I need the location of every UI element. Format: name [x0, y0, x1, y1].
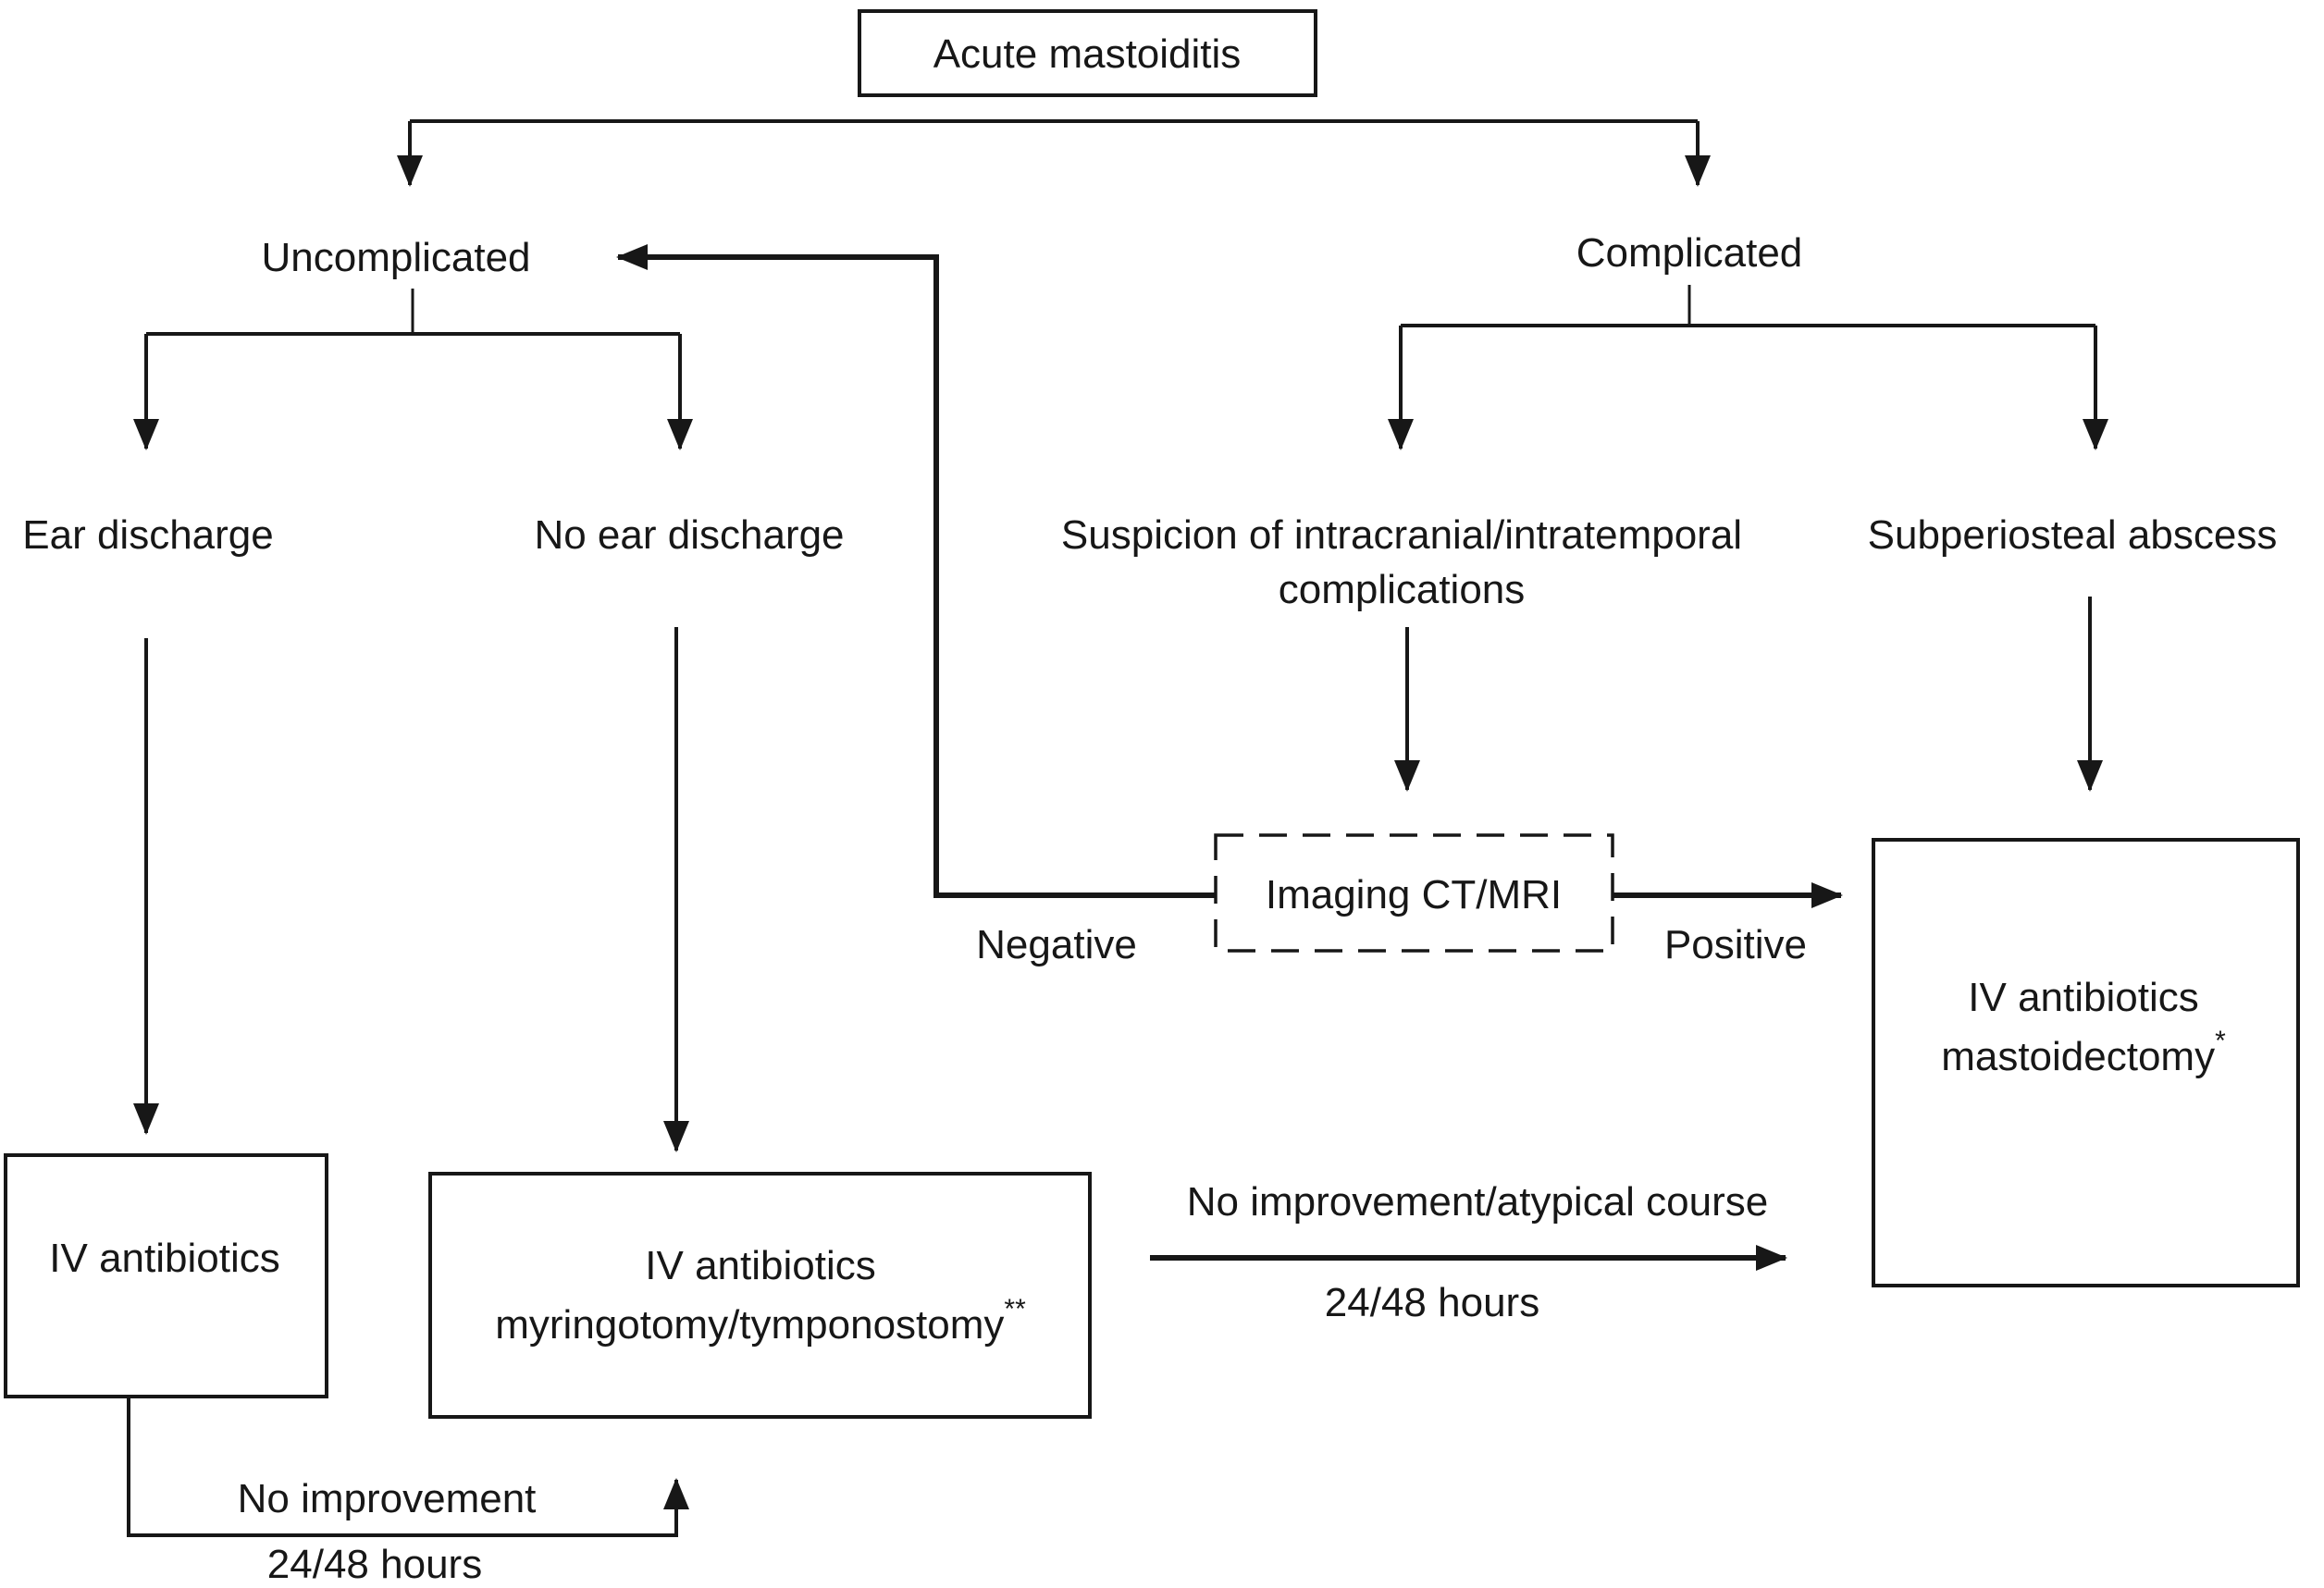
label-iv-mastoidectomy-superscript: * — [2215, 1026, 2226, 1056]
label-no-ear-discharge: No ear discharge — [534, 512, 844, 558]
label-atypical-course: No improvement/atypical course — [1187, 1179, 1768, 1225]
node-box-iv-myringotomy — [428, 1172, 1092, 1419]
label-iv-mastoidectomy-line2: mastoidectomy* — [1941, 1026, 2226, 1079]
label-ear-discharge: Ear discharge — [22, 512, 273, 558]
label-acute-mastoiditis: Acute mastoiditis — [933, 31, 1242, 77]
node-box-acute-mastoiditis — [858, 9, 1317, 97]
label-suspicion-line2: complications — [1279, 567, 1526, 612]
label-imaging-ct-mri: Imaging CT/MRI — [1266, 872, 1562, 917]
node-box-imaging-ct-mri — [1214, 833, 1614, 953]
label-subperiosteal-abscess: Subperiosteal abscess — [1868, 512, 2278, 558]
edge-no-improvement-to-myringotomy — [127, 1397, 689, 1537]
label-iv-mastoidectomy-line1: IV antibiotics — [1968, 975, 2198, 1020]
node-box-iv-antibiotics — [4, 1153, 328, 1398]
label-uncomplicated: Uncomplicated — [261, 235, 530, 280]
label-no-improvement: No improvement — [238, 1476, 537, 1521]
label-iv-antibiotics: IV antibiotics — [49, 1236, 279, 1281]
label-iv-myringotomy-line1: IV antibiotics — [645, 1243, 875, 1288]
label-iv-mastoidectomy-line2-text: mastoidectomy — [1941, 1034, 2215, 1079]
label-complicated: Complicated — [1576, 230, 1803, 276]
label-iv-myringotomy-line2-text: myringotomy/tymponostomy — [495, 1302, 1004, 1348]
label-negative: Negative — [976, 922, 1137, 967]
label-positive: Positive — [1664, 922, 1807, 967]
label-no-improvement-hours: 24/48 hours — [267, 1542, 482, 1587]
label-iv-myringotomy-line2: myringotomy/tymponostomy** — [495, 1294, 1026, 1348]
node-box-iv-mastoidectomy — [1872, 838, 2300, 1287]
label-atypical-course-hours: 24/48 hours — [1325, 1280, 1539, 1325]
label-suspicion-line1: Suspicion of intracranial/intratemporal — [1061, 512, 1742, 558]
label-iv-myringotomy-superscript: ** — [1004, 1294, 1026, 1324]
edge-imaging-negative-to-uncomplicated — [616, 244, 1216, 898]
